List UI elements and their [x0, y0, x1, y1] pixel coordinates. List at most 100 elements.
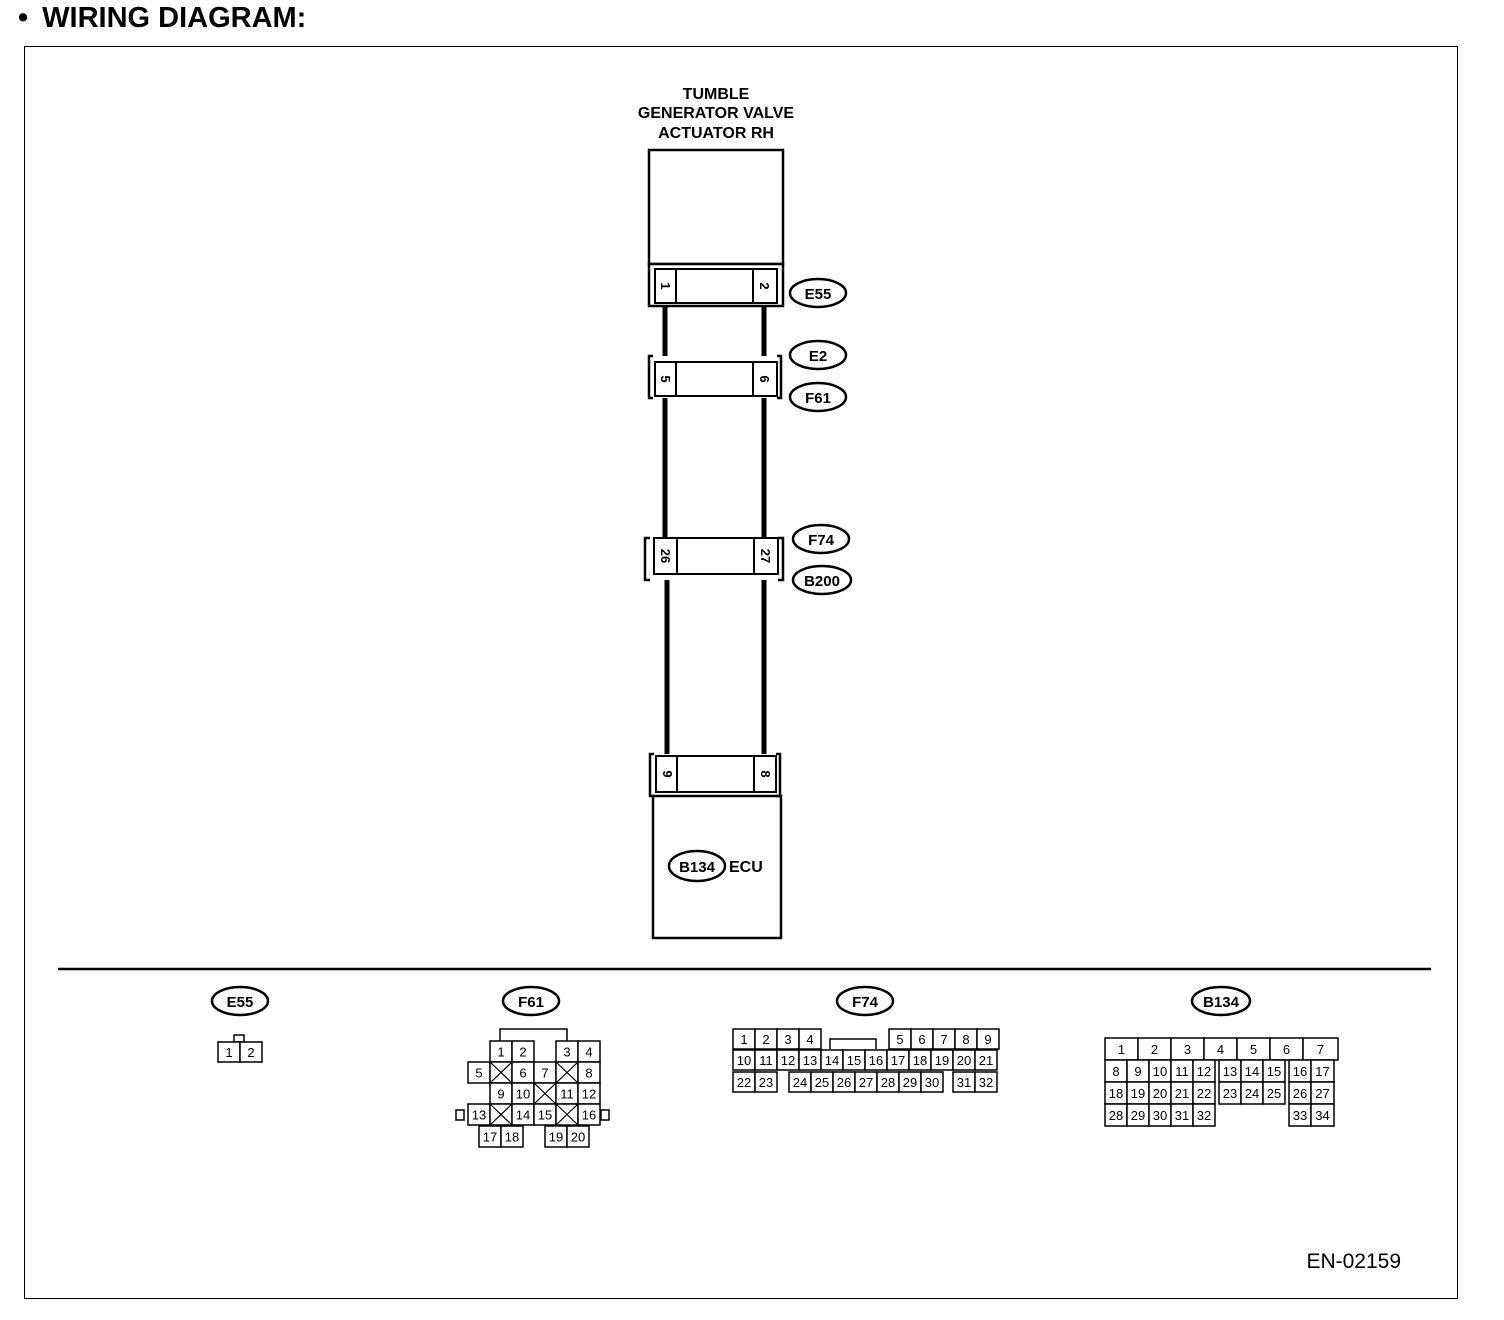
- face-f61-pin: 10: [516, 1087, 530, 1102]
- face-f74-pin: 9: [984, 1032, 991, 1047]
- connector-f74-b200-face: [653, 537, 779, 575]
- face-f74-pin: 21: [979, 1053, 993, 1068]
- face-f74-pin: 26: [837, 1075, 851, 1090]
- oval-e2-label: E2: [809, 348, 827, 365]
- face-b134-pin: 17: [1315, 1064, 1329, 1079]
- face-b134-pin: 12: [1197, 1064, 1211, 1079]
- face-b134-pin: 30: [1153, 1108, 1167, 1123]
- face-f61-cell: [500, 1125, 524, 1148]
- actuator-body: [647, 148, 785, 266]
- oval-b200-label: B200: [804, 573, 840, 590]
- face-b134-pin: 22: [1197, 1086, 1211, 1101]
- face-f61-pin: 4: [585, 1045, 592, 1060]
- document-code: EN-02159: [1306, 1250, 1401, 1273]
- face-f74-cell: [976, 1028, 1000, 1050]
- face-f74-pin: 12: [781, 1053, 795, 1068]
- face-f61-pin: 16: [582, 1108, 596, 1123]
- face-f61-pin: 5: [475, 1066, 482, 1081]
- face-f74-cell: [798, 1028, 822, 1050]
- face-f61-pin: 18: [505, 1130, 519, 1145]
- connector-e55-pin-left: 1: [658, 282, 673, 289]
- face-f74-cell: [974, 1049, 998, 1071]
- face-f74-pin: 29: [903, 1075, 917, 1090]
- ecu-label: ECU: [729, 859, 763, 876]
- face-b134-pin: 15: [1267, 1064, 1281, 1079]
- face-b134-pin: 32: [1197, 1108, 1211, 1123]
- face-b134-pin: 9: [1134, 1064, 1141, 1079]
- face-f61-pin: 1: [497, 1045, 504, 1060]
- face-f61-pin: 13: [472, 1108, 486, 1123]
- face-f61-pin: 17: [483, 1130, 497, 1145]
- face-oval-f74: [835, 985, 895, 1017]
- heading-bullet: •: [18, 2, 29, 34]
- connector-e2-f61-pin-left: 5: [658, 375, 673, 382]
- face-b134-pin: 20: [1153, 1086, 1167, 1101]
- face-b134-pin: 31: [1175, 1108, 1189, 1123]
- connector-e55-face: [654, 268, 778, 304]
- connector-f74-b200-inline: 26 27: [643, 536, 785, 582]
- connector-e55-housing: [647, 262, 785, 308]
- face-f61-pin: 12: [582, 1087, 596, 1102]
- face-b134-pin: 24: [1245, 1086, 1259, 1101]
- oval-f74: [791, 523, 851, 555]
- face-f61-cell: [577, 1103, 601, 1126]
- connector-e55-pin-right: 2: [757, 282, 772, 289]
- face-f74-pin: 25: [815, 1075, 829, 1090]
- face-b134-cell: [1192, 1103, 1216, 1127]
- face-f74-cell: [920, 1071, 944, 1093]
- diagram-heading: • WIRING DIAGRAM:: [18, 2, 306, 35]
- face-f74-pin: 11: [759, 1053, 773, 1068]
- face-oval-b134-label: B134: [1203, 994, 1240, 1011]
- face-b134-cell: [1262, 1081, 1286, 1105]
- actuator-label-line-1: TUMBLE: [683, 86, 750, 103]
- face-f61-cell: [566, 1125, 590, 1148]
- face-oval-b134: [1190, 985, 1252, 1017]
- face-e55-pin: 1: [225, 1045, 232, 1060]
- face-f74-pin: 16: [869, 1053, 883, 1068]
- connector-e2-f61-pin-right: 6: [757, 375, 772, 382]
- face-f61-pin: 3: [563, 1045, 570, 1060]
- face-f74-pin: 6: [918, 1032, 925, 1047]
- face-f74-pin: 28: [881, 1075, 895, 1090]
- face-b134-pin: 25: [1267, 1086, 1281, 1101]
- face-e55-cell: [239, 1041, 263, 1063]
- face-f61-pin: 11: [560, 1087, 574, 1102]
- face-f74-pin: 2: [762, 1032, 769, 1047]
- face-b134-pin: 33: [1293, 1108, 1307, 1123]
- face-f74-pin: 31: [957, 1075, 971, 1090]
- face-f74-pin: 14: [825, 1053, 839, 1068]
- face-b134-pin: 4: [1217, 1042, 1224, 1057]
- face-f74-cell: [754, 1071, 778, 1093]
- oval-f61-label: F61: [805, 390, 831, 407]
- face-f74-pin: 30: [925, 1075, 939, 1090]
- face-b134-pin: 14: [1245, 1064, 1259, 1079]
- face-f61-pin: 15: [538, 1108, 552, 1123]
- face-b134-pin: 5: [1250, 1042, 1257, 1057]
- face-f74-pin: 7: [940, 1032, 947, 1047]
- face-f61-pin: 7: [541, 1066, 548, 1081]
- face-e55-pin: 2: [247, 1045, 254, 1060]
- face-b134-pin: 13: [1223, 1064, 1237, 1079]
- oval-e55: [788, 277, 848, 309]
- face-b134-pin: 23: [1223, 1086, 1237, 1101]
- oval-f74-label: F74: [808, 532, 835, 549]
- face-f61-pin: 8: [585, 1066, 592, 1081]
- oval-e2: [788, 339, 848, 371]
- face-oval-f61-label: F61: [518, 994, 544, 1011]
- oval-b134-ecu: [667, 849, 727, 883]
- face-f74-pin: 20: [957, 1053, 971, 1068]
- face-b134-cell: [1310, 1103, 1335, 1127]
- oval-b134-ecu-label: B134: [679, 859, 716, 876]
- face-f61-pin: 2: [519, 1045, 526, 1060]
- connector-f74-b200-pin-left: 26: [658, 549, 673, 563]
- face-b134-pin: 18: [1109, 1086, 1123, 1101]
- face-oval-f61: [501, 985, 561, 1017]
- face-f74-pin: 8: [962, 1032, 969, 1047]
- heading-title: WIRING DIAGRAM:: [42, 2, 307, 34]
- face-f74-pin: 17: [891, 1053, 905, 1068]
- connector-f74-b200-pin-right: 27: [758, 549, 773, 563]
- oval-b200: [791, 564, 853, 596]
- face-b134-pin: 11: [1175, 1064, 1189, 1079]
